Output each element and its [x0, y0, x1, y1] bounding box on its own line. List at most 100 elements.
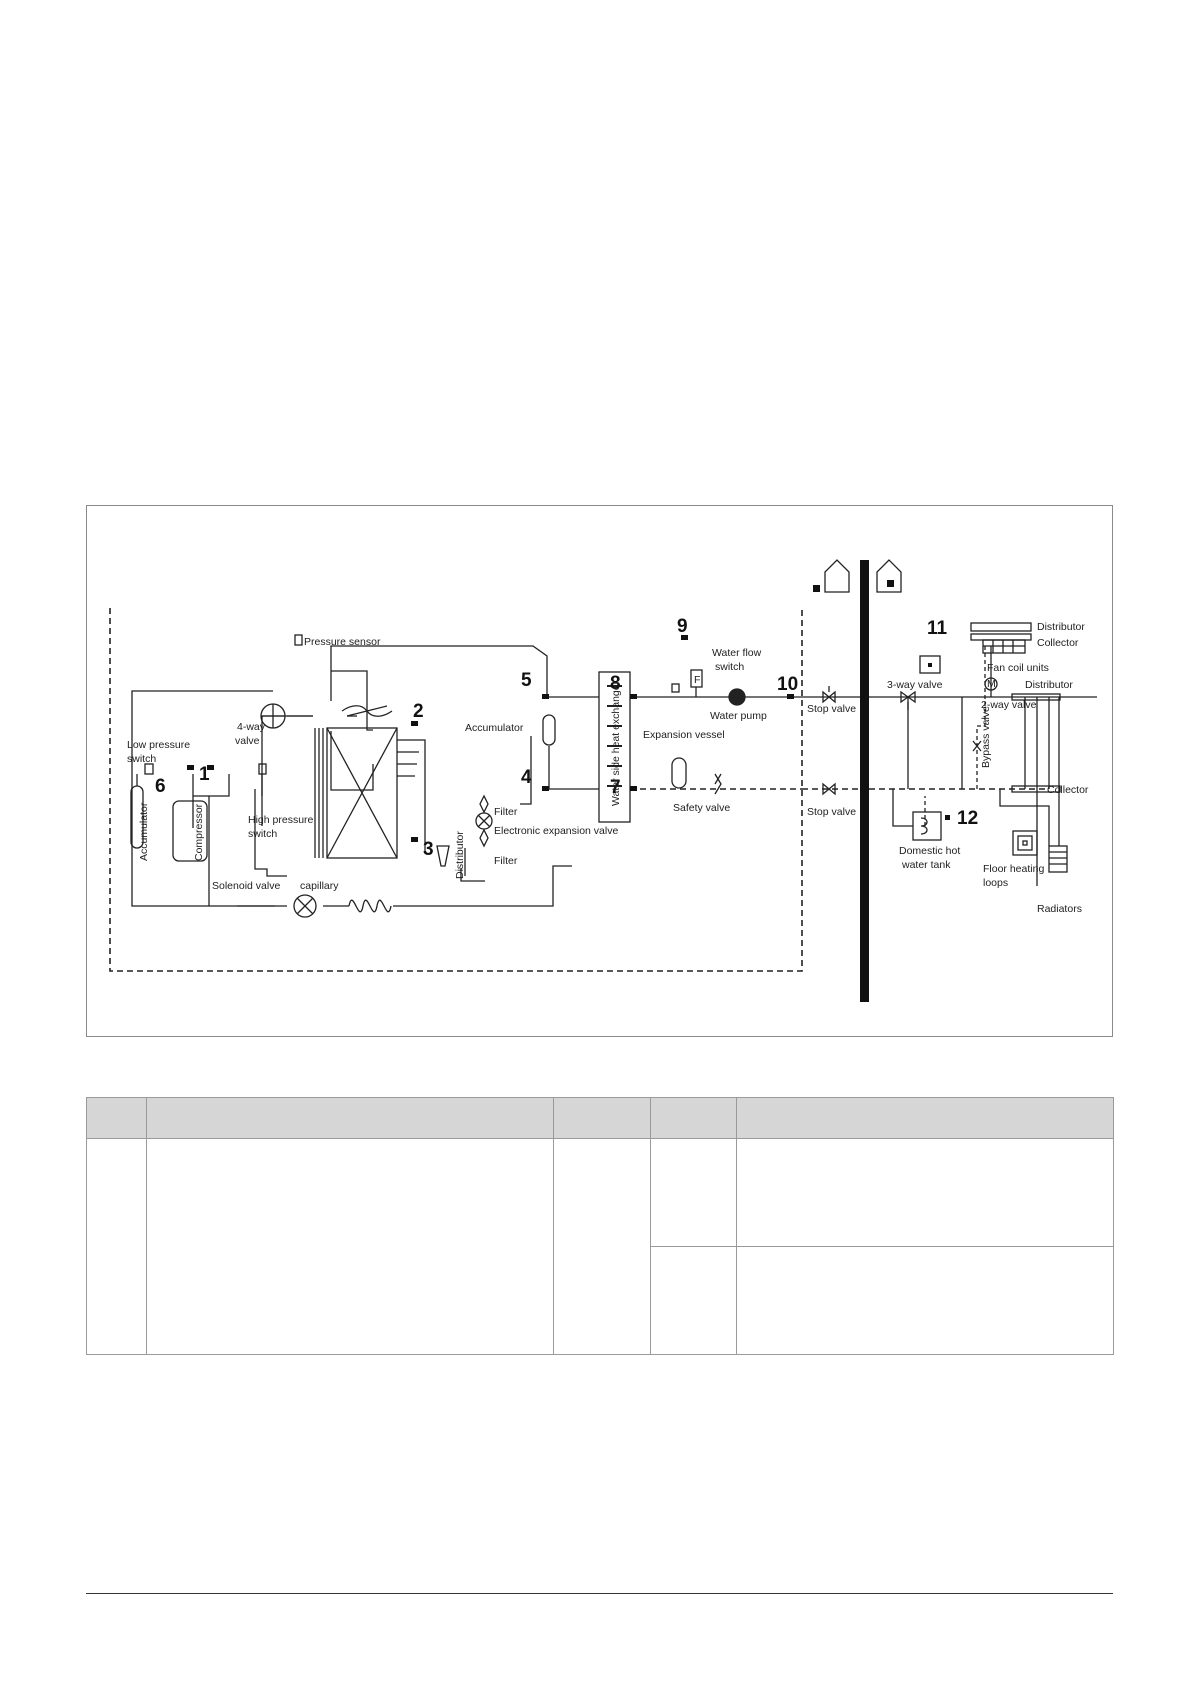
label-filter-bottom: Filter — [494, 855, 518, 867]
label-collector-top: Collector — [1037, 637, 1079, 649]
table-row — [87, 1246, 1114, 1355]
label-low-pressure-switch: Low pressure — [127, 739, 190, 751]
three-way-valve-symbol — [900, 690, 916, 704]
outdoor-unit-boundary — [109, 608, 803, 972]
label-water-flow-switch: Water flow — [712, 647, 762, 659]
table-cell — [736, 1246, 1114, 1355]
label-radiators: Radiators — [1037, 903, 1082, 915]
table-header-cell — [553, 1097, 651, 1139]
table-cell — [736, 1138, 1114, 1247]
table-cell — [553, 1138, 651, 1355]
table-row — [86, 1138, 1114, 1355]
floor-heating-loops-symbol — [1012, 830, 1038, 856]
marker-3: 3 — [423, 839, 434, 860]
label-capillary: capillary — [300, 880, 339, 892]
marker-7: 7 — [610, 777, 621, 798]
table-cell — [86, 1138, 147, 1355]
fan-icon — [341, 705, 393, 717]
label-floor-heating-loops-2: loops — [983, 877, 1008, 889]
pipe-top-loop — [330, 645, 599, 698]
pipe-compressor-loop — [254, 789, 287, 877]
table-header-row — [86, 1097, 1114, 1139]
pipe-right-loop — [505, 865, 572, 907]
air-heat-exchanger — [326, 727, 398, 859]
diagram-frame: 1 2 3 4 5 6 7 8 9 10 11 12 Pressure sens… — [86, 505, 1113, 1037]
label-2-way-letter: M — [987, 678, 996, 690]
radiators-symbol — [1048, 845, 1068, 873]
label-collector-mid: Collector — [1047, 784, 1089, 796]
label-filter-top: Filter — [494, 806, 518, 818]
label-stop-valve-top: Stop valve — [807, 703, 856, 715]
label-distributor-top: Distributor — [1037, 621, 1085, 633]
label-bypass-valve: Bypass valve — [980, 706, 992, 768]
distributor-right-bar — [1011, 693, 1061, 701]
label-high-pressure-switch: High pressure — [248, 814, 314, 826]
marker-12: 12 — [957, 808, 978, 829]
marker-1: 1 — [199, 764, 210, 785]
domestic-hot-water-tank-symbol — [912, 811, 942, 841]
label-low-pressure-switch-2: switch — [127, 753, 156, 765]
marker-4: 4 — [521, 767, 532, 788]
label-distributor-mid: Distributor — [1025, 679, 1073, 691]
marker-5: 5 — [521, 670, 532, 691]
label-compressor: Compressor — [193, 803, 205, 861]
table-header-cell — [86, 1097, 147, 1139]
expansion-vessel-symbol — [671, 757, 687, 789]
marker-2: 2 — [413, 701, 424, 722]
label-domestic-hot-water-tank-2: water tank — [901, 859, 951, 871]
water-side-heat-exchanger — [598, 671, 631, 823]
house-indoor-marker — [887, 580, 894, 587]
label-water-flow-switch-2: switch — [715, 661, 744, 673]
label-domestic-hot-water-tank: Domestic hot — [899, 845, 960, 857]
label-expansion-vessel: Expansion vessel — [643, 729, 725, 741]
compressor-symbol — [172, 800, 208, 862]
hydraulic-refrigerant-diagram: 1 2 3 4 5 6 7 8 9 10 11 12 Pressure sens… — [109, 559, 1097, 1002]
label-distributor-left: Distributor — [454, 831, 466, 879]
accumulator-top-symbol — [542, 714, 556, 746]
table-container — [86, 1097, 1114, 1355]
two-way-valve-symbol — [984, 677, 998, 691]
label-stop-valve-bottom: Stop valve — [807, 806, 856, 818]
label-fan-coil-units: Fan coil units — [987, 662, 1049, 674]
house-icon-right — [876, 559, 902, 593]
label-pressure-sensor: Pressure sensor — [304, 636, 381, 648]
collector-right-bar — [1011, 785, 1061, 793]
label-4-way-valve-2: valve — [235, 735, 260, 747]
label-water-pump: Water pump — [710, 710, 767, 722]
table-cell — [650, 1138, 737, 1247]
table-cell — [146, 1138, 554, 1355]
pipe-left-loop — [131, 690, 275, 907]
label-accumulator-left: Accumulator — [138, 802, 150, 861]
wall — [860, 560, 869, 1002]
label-solenoid-valve: Solenoid valve — [212, 880, 280, 892]
table-header-cell — [146, 1097, 554, 1139]
marker-11: 11 — [927, 618, 948, 639]
label-water-side-heat-exchanger: Water side heat exchanger — [610, 680, 622, 806]
marker-6: 6 — [155, 776, 166, 797]
distributor-left-symbol — [436, 845, 450, 867]
label-safety-valve: Safety valve — [673, 802, 730, 814]
table-header-cell — [736, 1097, 1114, 1139]
table-cell — [650, 1246, 737, 1355]
table-header-cell — [650, 1097, 737, 1139]
marker-10: 10 — [777, 674, 798, 695]
label-2-way-valve: 2-way valve — [981, 699, 1037, 711]
safety-valve-symbol — [714, 773, 722, 795]
bypass-valve-symbol — [972, 740, 982, 752]
label-accumulator-top: Accumulator — [465, 722, 524, 734]
water-pump-symbol — [728, 688, 746, 706]
stop-valve-top-symbol — [822, 690, 836, 704]
house-icon-left — [824, 559, 850, 593]
controller-box-11 — [919, 655, 941, 674]
label-4-way-valve: 4-way — [237, 721, 266, 733]
label-electronic-expansion-valve: Electronic expansion valve — [494, 825, 618, 837]
parts-table — [86, 1097, 1114, 1355]
distributor-top-bar — [970, 622, 1032, 632]
capillary-coil — [348, 899, 392, 913]
solenoid-valve-symbol — [293, 894, 317, 918]
marker-9: 9 — [677, 616, 688, 637]
label-floor-heating-loops: Floor heating — [983, 863, 1044, 875]
label-flow-switch-letter: F — [694, 674, 700, 686]
collector-top-bar — [970, 633, 1032, 641]
label-3-way-valve: 3-way valve — [887, 679, 943, 691]
